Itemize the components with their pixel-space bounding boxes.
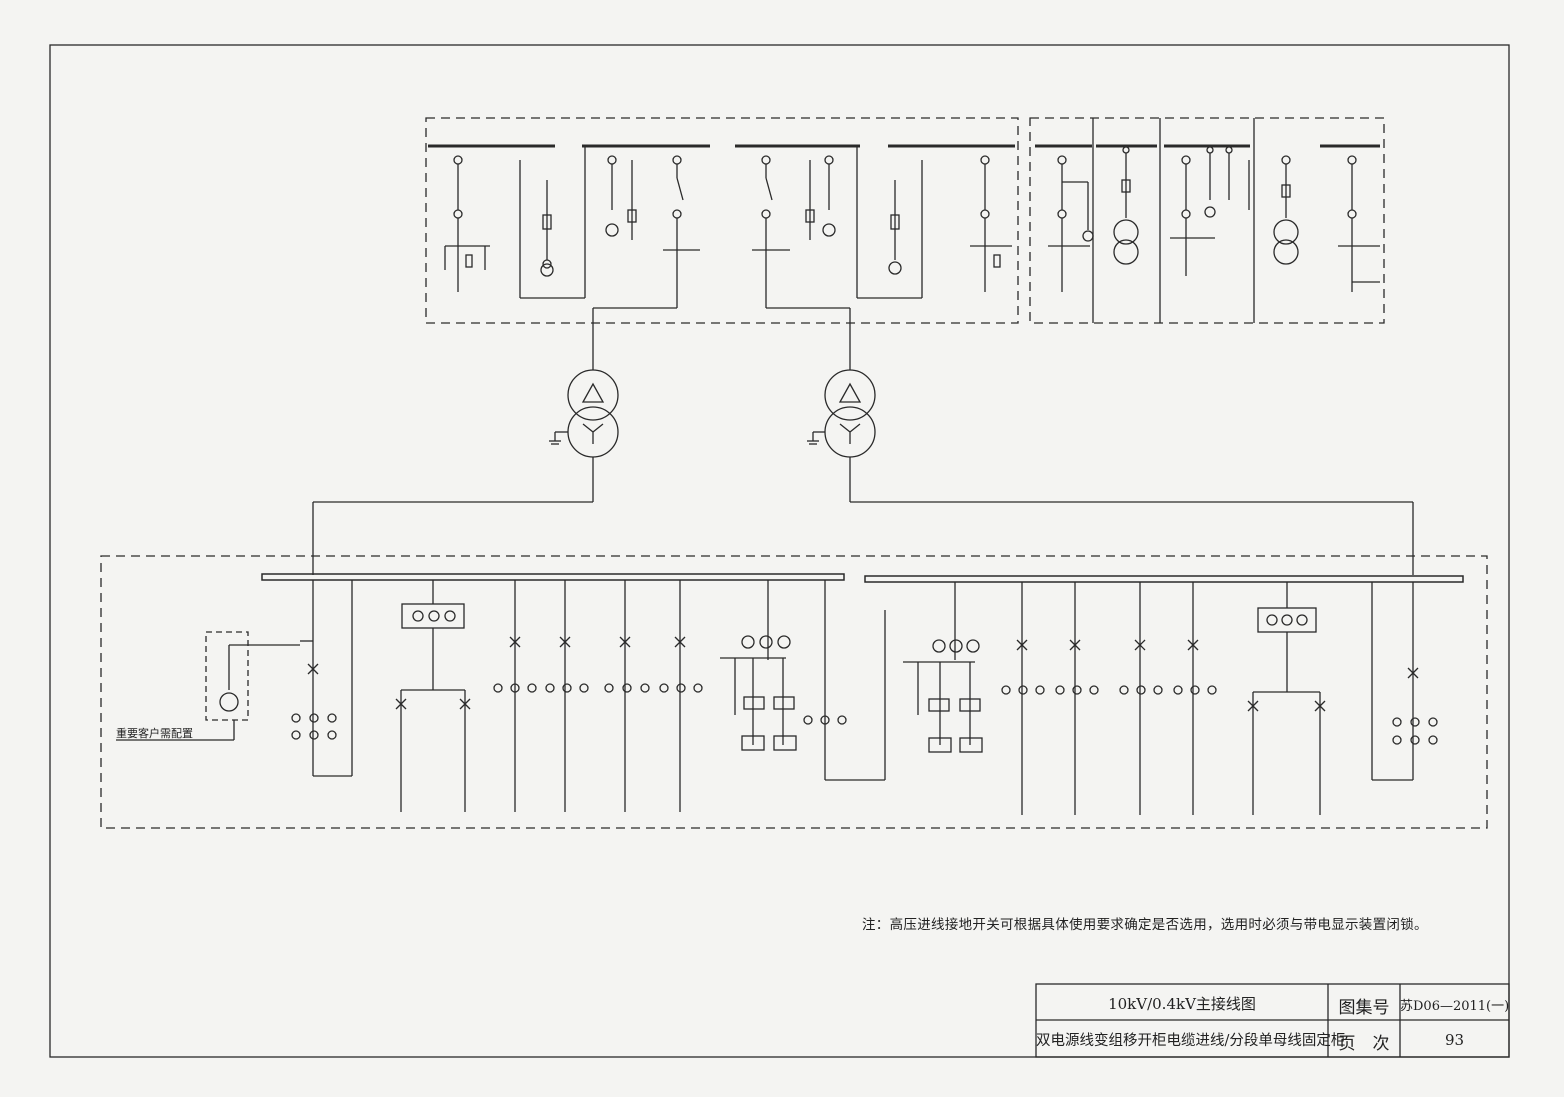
page-number: 93 bbox=[1444, 1031, 1465, 1049]
title-line-2: 双电源线变组移开柜电缆进线/分段单母线固定柜 bbox=[1036, 1033, 1346, 1049]
page-label: 页 次 bbox=[1338, 1034, 1390, 1054]
lv-section-2 bbox=[903, 582, 1438, 815]
customer-config-label: 重要客户需配置 bbox=[116, 727, 193, 740]
lv-busbars bbox=[261, 573, 1464, 583]
lv-incoming-cables bbox=[312, 501, 1414, 575]
hv-switchgear-enclosure bbox=[425, 117, 1385, 324]
atlas-number-label: 图集号 bbox=[1338, 998, 1390, 1018]
design-note: 注：高压进线接地开关可根据具体使用要求确定是否选用，选用时必须与带电显示装置闭锁… bbox=[862, 917, 1428, 933]
title-line-1: 10kV/0.4kV主接线图 bbox=[1108, 995, 1256, 1013]
lv-section-1 bbox=[116, 580, 886, 812]
atlas-number-value: 苏D06—2011(一) bbox=[1400, 999, 1510, 1014]
lv-switchgear-enclosure bbox=[100, 555, 1488, 829]
title-block-frame bbox=[1035, 983, 1510, 1058]
transformer-t2 bbox=[807, 369, 876, 502]
hv-feeders bbox=[444, 146, 1380, 370]
drawing-frame bbox=[49, 44, 1510, 1058]
transformer-t1 bbox=[549, 369, 619, 502]
hv-panel-dividers bbox=[1092, 118, 1255, 323]
